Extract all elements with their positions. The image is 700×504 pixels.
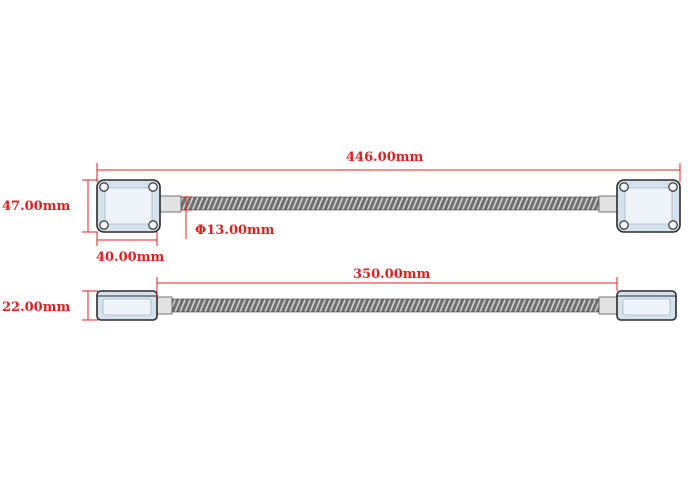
ferrule-icon: [598, 195, 618, 213]
box-height-label: 47.00mm: [2, 199, 71, 214]
screw-icon: [668, 220, 678, 230]
armored-hose-icon: [180, 196, 600, 211]
screw-icon: [619, 220, 629, 230]
screw-icon: [148, 220, 158, 230]
box-depth-label: 22.00mm: [2, 300, 71, 315]
dimension-lines: [82, 163, 681, 321]
screw-icon: [99, 182, 109, 192]
box-width-label: 40.00mm: [96, 250, 165, 265]
ferrule-icon: [159, 195, 182, 213]
ferrule-icon: [598, 296, 618, 315]
armored-hose-icon: [171, 298, 600, 313]
hose-diameter-label: Φ13.00mm: [195, 223, 275, 238]
junction-box-icon: [616, 179, 681, 233]
screw-icon: [99, 220, 109, 230]
junction-box-icon: [96, 290, 158, 321]
screw-icon: [148, 182, 158, 192]
screw-icon: [668, 182, 678, 192]
side-view: [96, 290, 677, 321]
hose-length-label: 350.00mm: [353, 267, 431, 282]
top-view: [96, 179, 681, 233]
junction-box-icon: [96, 179, 161, 233]
junction-box-icon: [616, 290, 677, 321]
total-length-label: 446.00mm: [346, 150, 424, 165]
ferrule-icon: [156, 296, 173, 315]
screw-icon: [619, 182, 629, 192]
